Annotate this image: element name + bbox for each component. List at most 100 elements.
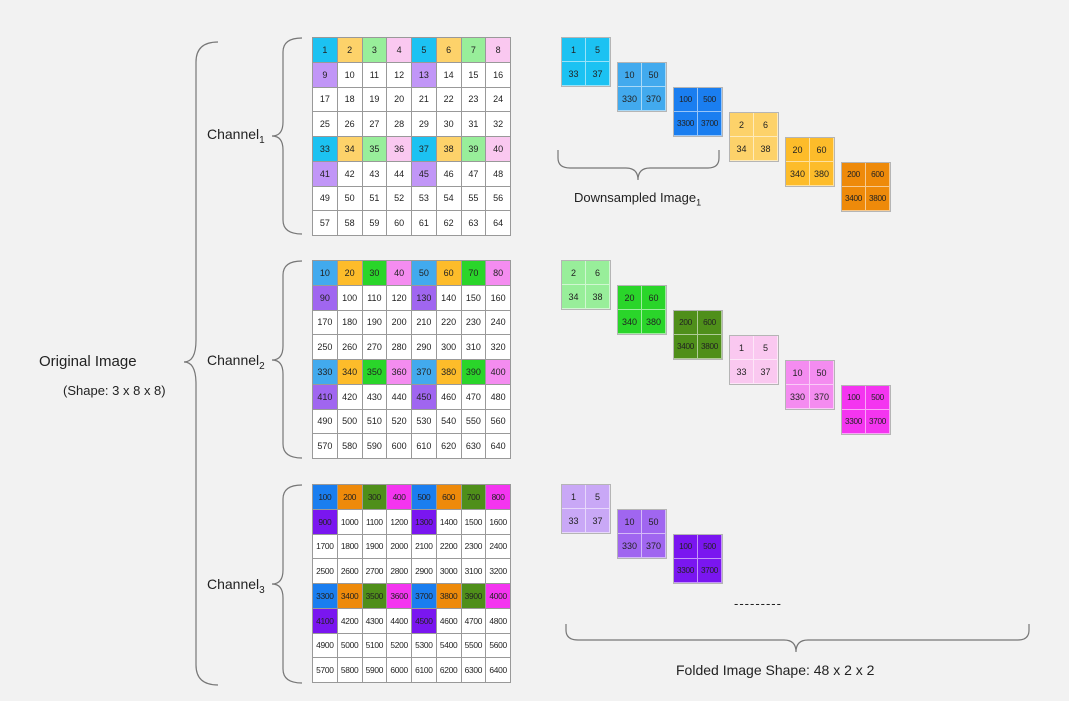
grid-cell: 3100 [461,559,487,584]
grid-cell: 1700 [313,534,338,560]
grid-cell: 530 [412,409,437,435]
grid-cell: 50 [337,186,363,212]
grid-cell: 4900 [313,633,338,659]
block-cell: 34 [730,137,754,161]
grid-cell: 5100 [362,633,388,659]
grid-cell: 90 [313,285,338,311]
block-cell: 3300 [842,410,866,434]
channel-subscript: 3 [259,584,265,596]
grid-cell: 60 [387,211,412,236]
grid-cell: 6400 [486,658,511,683]
grid-cell: 2700 [362,559,388,584]
channel-label-text: Channel [207,576,260,592]
block-cell: 3700 [698,559,722,583]
block-cell: 10 [618,63,642,87]
grid-cell: 16 [486,62,511,88]
grid-cell: 3900 [461,584,487,609]
grid-cell: 410 [313,384,338,410]
block-cell: 37 [586,62,610,86]
grid-cell: 110 [362,285,388,311]
grid-cell: 4000 [486,584,511,609]
grid-cell: 900 [313,509,338,535]
grid-cell: 600 [387,434,412,459]
grid-cell: 560 [486,409,511,435]
grid-cell: 5000 [337,633,363,659]
grid-cell: 33 [313,137,338,162]
grid-cell: 490 [313,409,338,435]
grid-cell: 100 [313,485,338,510]
grid-cell: 210 [412,310,437,336]
grid-cell: 270 [362,335,388,360]
grid-cell: 420 [337,384,363,410]
block-cell: 2 [562,261,586,285]
grid-cell: 350 [362,360,388,385]
grid-cell: 2900 [412,559,437,584]
grid-cell: 570 [313,434,338,459]
grid-cell: 6300 [461,658,487,683]
grid-cell: 100 [337,285,363,311]
grid-cell: 41 [313,161,338,187]
grid-cell: 4 [387,38,412,63]
grid-cell: 3000 [436,559,462,584]
grid-cell: 200 [387,310,412,336]
grid-cell: 37 [412,137,437,162]
grid-cell: 3300 [313,584,338,609]
block-cell: 200 [842,163,866,187]
block-cell: 500 [698,535,722,559]
grid-cell: 45 [412,161,437,187]
channel-label-text: Channel [207,126,260,142]
block-cell: 500 [698,88,722,112]
grid-cell: 3800 [436,584,462,609]
grid-cell: 30 [436,112,462,137]
block-cell: 600 [698,311,722,335]
block-cell: 1 [562,485,586,509]
grid-cell: 5600 [486,633,511,659]
grid-cell: 56 [486,186,511,212]
block-cell: 50 [642,510,666,534]
grid-cell: 610 [412,434,437,459]
grid-cell: 46 [436,161,462,187]
grid-cell: 53 [412,186,437,212]
grid-cell: 4700 [461,608,487,634]
block-cell: 370 [642,87,666,111]
grid-cell: 130 [412,285,437,311]
block-cell: 5 [586,38,610,62]
grid-cell: 700 [461,485,487,510]
grid-cell: 260 [337,335,363,360]
grid-cell: 49 [313,186,338,212]
block-cell: 37 [586,509,610,533]
grid-cell: 20 [337,261,363,286]
block-cell: 3300 [674,559,698,583]
grid-cell: 4100 [313,608,338,634]
channel-3-brace [271,484,303,684]
grid-cell: 300 [436,335,462,360]
grid-cell: 19 [362,87,388,113]
grid-cell: 3500 [362,584,388,609]
grid-cell: 1200 [387,509,412,535]
block-cell: 5 [754,336,778,360]
grid-cell: 1300 [412,509,437,535]
grid-cell: 22 [436,87,462,113]
block-cell: 60 [642,286,666,310]
grid-cell: 2 [337,38,363,63]
grid-cell: 18 [337,87,363,113]
grid-cell: 55 [461,186,487,212]
grid-cell: 400 [486,360,511,385]
grid-cell: 150 [461,285,487,311]
grid-cell: 1400 [436,509,462,535]
grid-cell: 60 [436,261,462,286]
grid-cell: 390 [461,360,487,385]
grid-cell: 17 [313,87,338,113]
grid-cell: 6000 [387,658,412,683]
grid-cell: 220 [436,310,462,336]
grid-cell: 40 [387,261,412,286]
channel-1-label: Channel1 [207,126,265,146]
downsampled-label-text: Downsampled Image [574,190,697,205]
